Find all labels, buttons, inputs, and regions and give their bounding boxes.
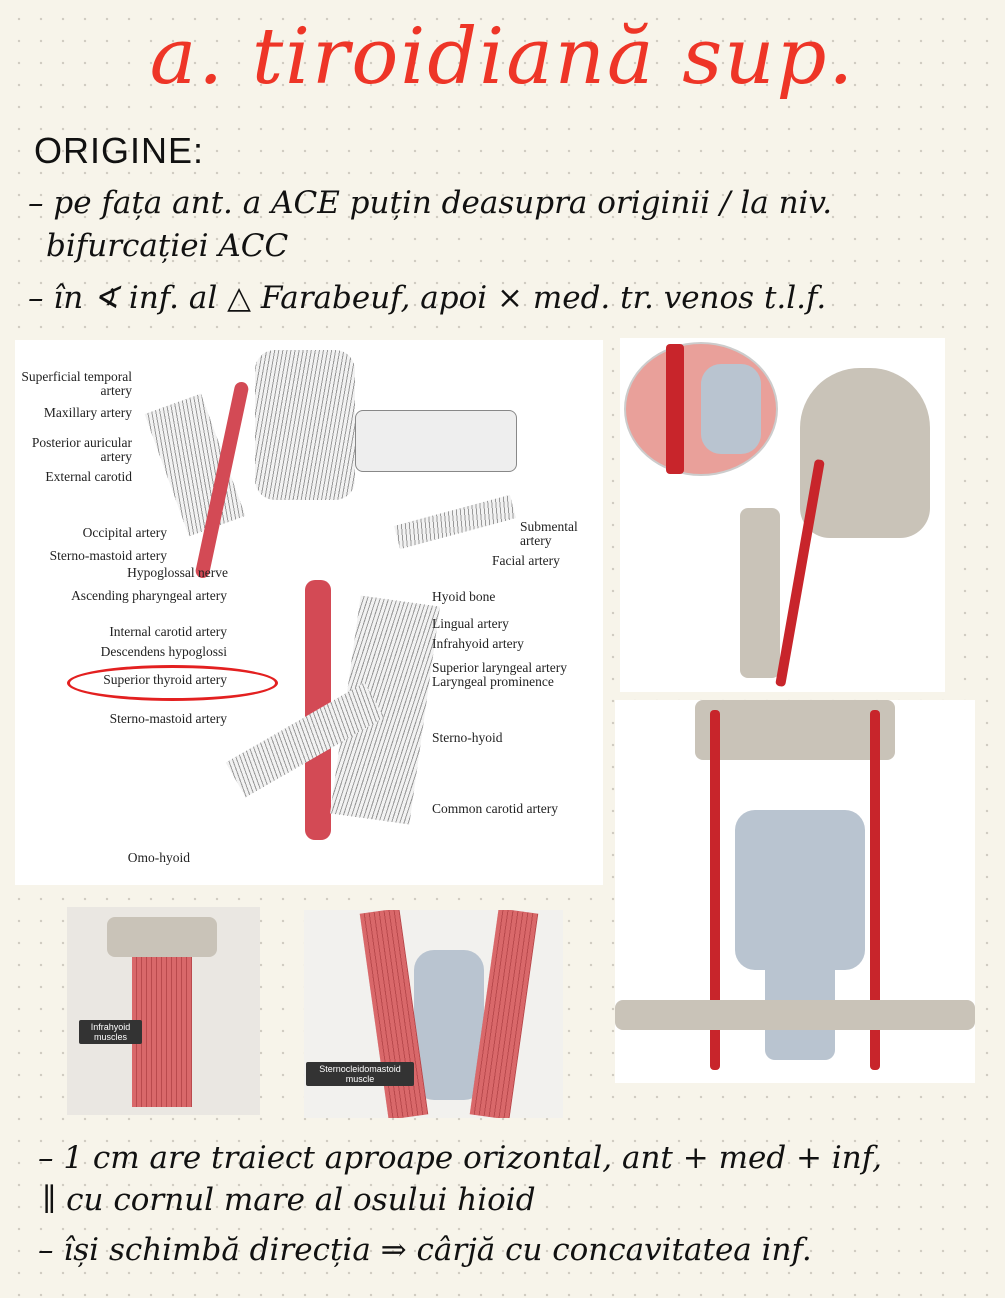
right-carotid-artery bbox=[710, 710, 720, 1070]
label: Posterior auricular artery bbox=[31, 435, 132, 464]
origin-heading: ORIGINE: bbox=[34, 130, 205, 171]
label: Lingual artery bbox=[432, 616, 509, 631]
label: Omo-hyoid bbox=[127, 850, 190, 865]
cervical-spine bbox=[740, 508, 780, 678]
label: Common carotid artery bbox=[432, 801, 558, 816]
origin-line: – în ∢ inf. al △ Farabeuf, apoi × med. t… bbox=[28, 280, 827, 316]
label: Descendens hypoglossi bbox=[100, 644, 227, 659]
label: Sterno-hyoid bbox=[432, 730, 503, 745]
digastric-muscle bbox=[393, 494, 517, 550]
label: Hypoglossal nerve bbox=[127, 565, 228, 580]
note-line: – își schimbă direcția ⇒ cârjă cu concav… bbox=[38, 1232, 812, 1268]
mandible bbox=[695, 700, 895, 760]
label: Internal carotid artery bbox=[109, 624, 227, 639]
label: Hyoid bone bbox=[432, 589, 496, 604]
label: Superior laryngeal artery bbox=[432, 660, 567, 675]
label: Infrahyoid artery bbox=[432, 636, 524, 651]
sternocleidomastoid-tag: Sternocleidomastoid muscle bbox=[306, 1062, 414, 1086]
origin-line: – pe fața ant. a ACE puțin deasupra orig… bbox=[28, 185, 833, 221]
inset-larynx bbox=[701, 364, 761, 454]
label: Sterno-mastoid artery bbox=[49, 548, 167, 563]
mandible bbox=[355, 410, 517, 472]
neck-artery-diagram: Superficial temporal artery Maxillary ar… bbox=[15, 340, 603, 885]
clavicle bbox=[615, 1000, 975, 1030]
sternocleidomastoid-illustration: Sternocleidomastoid muscle bbox=[304, 910, 563, 1118]
label: Sterno-mastoid artery bbox=[109, 711, 227, 726]
lateral-neck-illustration bbox=[620, 338, 945, 692]
label: Laryngeal prominence bbox=[432, 674, 554, 689]
note-line: ∥ cu cornul mare al osului hioid bbox=[42, 1182, 536, 1218]
anterior-neck-illustration bbox=[615, 700, 975, 1083]
thyroid-cartilage bbox=[735, 810, 865, 970]
label: Ascending pharyngeal artery bbox=[71, 588, 227, 603]
label: Submental artery bbox=[520, 519, 578, 548]
skull bbox=[800, 368, 930, 538]
infrahyoid-muscles-tag: Infrahyoid muscles bbox=[79, 1020, 142, 1044]
page-title: a. tiroidiană sup. bbox=[149, 12, 856, 102]
label: External carotid bbox=[45, 469, 132, 484]
infrahyoid-muscles-illustration: Infrahyoid muscles bbox=[67, 907, 260, 1115]
label-superior-thyroid-artery: Superior thyroid artery bbox=[103, 672, 227, 687]
hyoid-region bbox=[107, 917, 217, 957]
label: Facial artery bbox=[492, 553, 560, 568]
note-line: – 1 cm are traiect aproape orizontal, an… bbox=[38, 1140, 882, 1176]
label: Occipital artery bbox=[82, 525, 167, 540]
mandible-ramus bbox=[255, 350, 355, 500]
label: Superficial temporal artery bbox=[21, 369, 132, 398]
label: Maxillary artery bbox=[43, 405, 132, 420]
larynx-trachea bbox=[414, 950, 484, 1100]
origin-line: bifurcației ACC bbox=[46, 228, 289, 264]
left-carotid-artery bbox=[870, 710, 880, 1070]
inset-artery bbox=[666, 344, 684, 474]
highlight-circle bbox=[67, 665, 278, 701]
magnified-inset bbox=[624, 342, 778, 476]
infrahyoid-muscles bbox=[132, 957, 192, 1107]
